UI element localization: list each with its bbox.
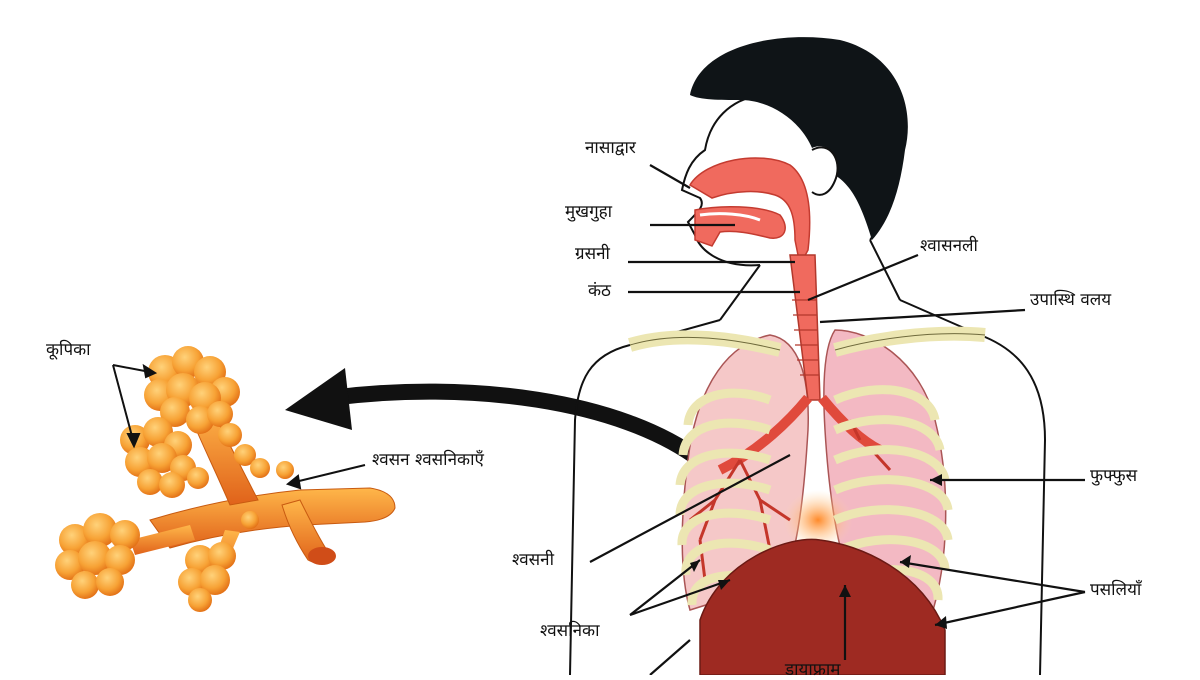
- label-nostril: नासाद्वार: [585, 138, 636, 158]
- alveoli-pointer: [112, 363, 158, 449]
- label-diaphragm: डायाफ्राम: [785, 660, 841, 680]
- label-cartilage-rings: उपास्थि वलय: [1030, 290, 1112, 310]
- label-ribs: पसलियाँ: [1090, 580, 1142, 600]
- alveolar-sac-bottom: [178, 542, 236, 612]
- bronchiole-opening: [308, 547, 336, 565]
- alveolar-sac-top: [144, 346, 256, 466]
- heart-area: [783, 490, 853, 550]
- label-trachea: श्वासनली: [920, 236, 978, 256]
- label-bronchi: श्वसनी: [512, 550, 555, 570]
- label-pharynx: ग्रसनी: [575, 244, 610, 264]
- upper-airway: [688, 157, 811, 268]
- alveoli-illustration: [55, 346, 396, 612]
- label-alveoli: कूपिका: [46, 340, 91, 360]
- alveolar-sac-bottom-left: [55, 513, 140, 599]
- label-respiratory-bronchioles: श्वसन श्वसनिकाएँ: [372, 450, 484, 470]
- resp-bronchioles-pointer: [285, 464, 366, 490]
- label-bronchioles: श्वसनिका: [540, 621, 600, 641]
- hair: [690, 37, 908, 240]
- label-mouth-cavity: मुखगुहा: [565, 202, 613, 222]
- ribcage: [627, 326, 986, 626]
- label-larynx: कंठ: [588, 281, 611, 301]
- leader-arrowheads: [690, 474, 947, 629]
- magnify-arrow: [285, 368, 705, 467]
- label-lungs: फुफ्फुस: [1090, 466, 1138, 486]
- leader-lines: [589, 164, 1086, 675]
- alveolar-sac-middle: [120, 417, 209, 498]
- diaphragm: [699, 538, 946, 675]
